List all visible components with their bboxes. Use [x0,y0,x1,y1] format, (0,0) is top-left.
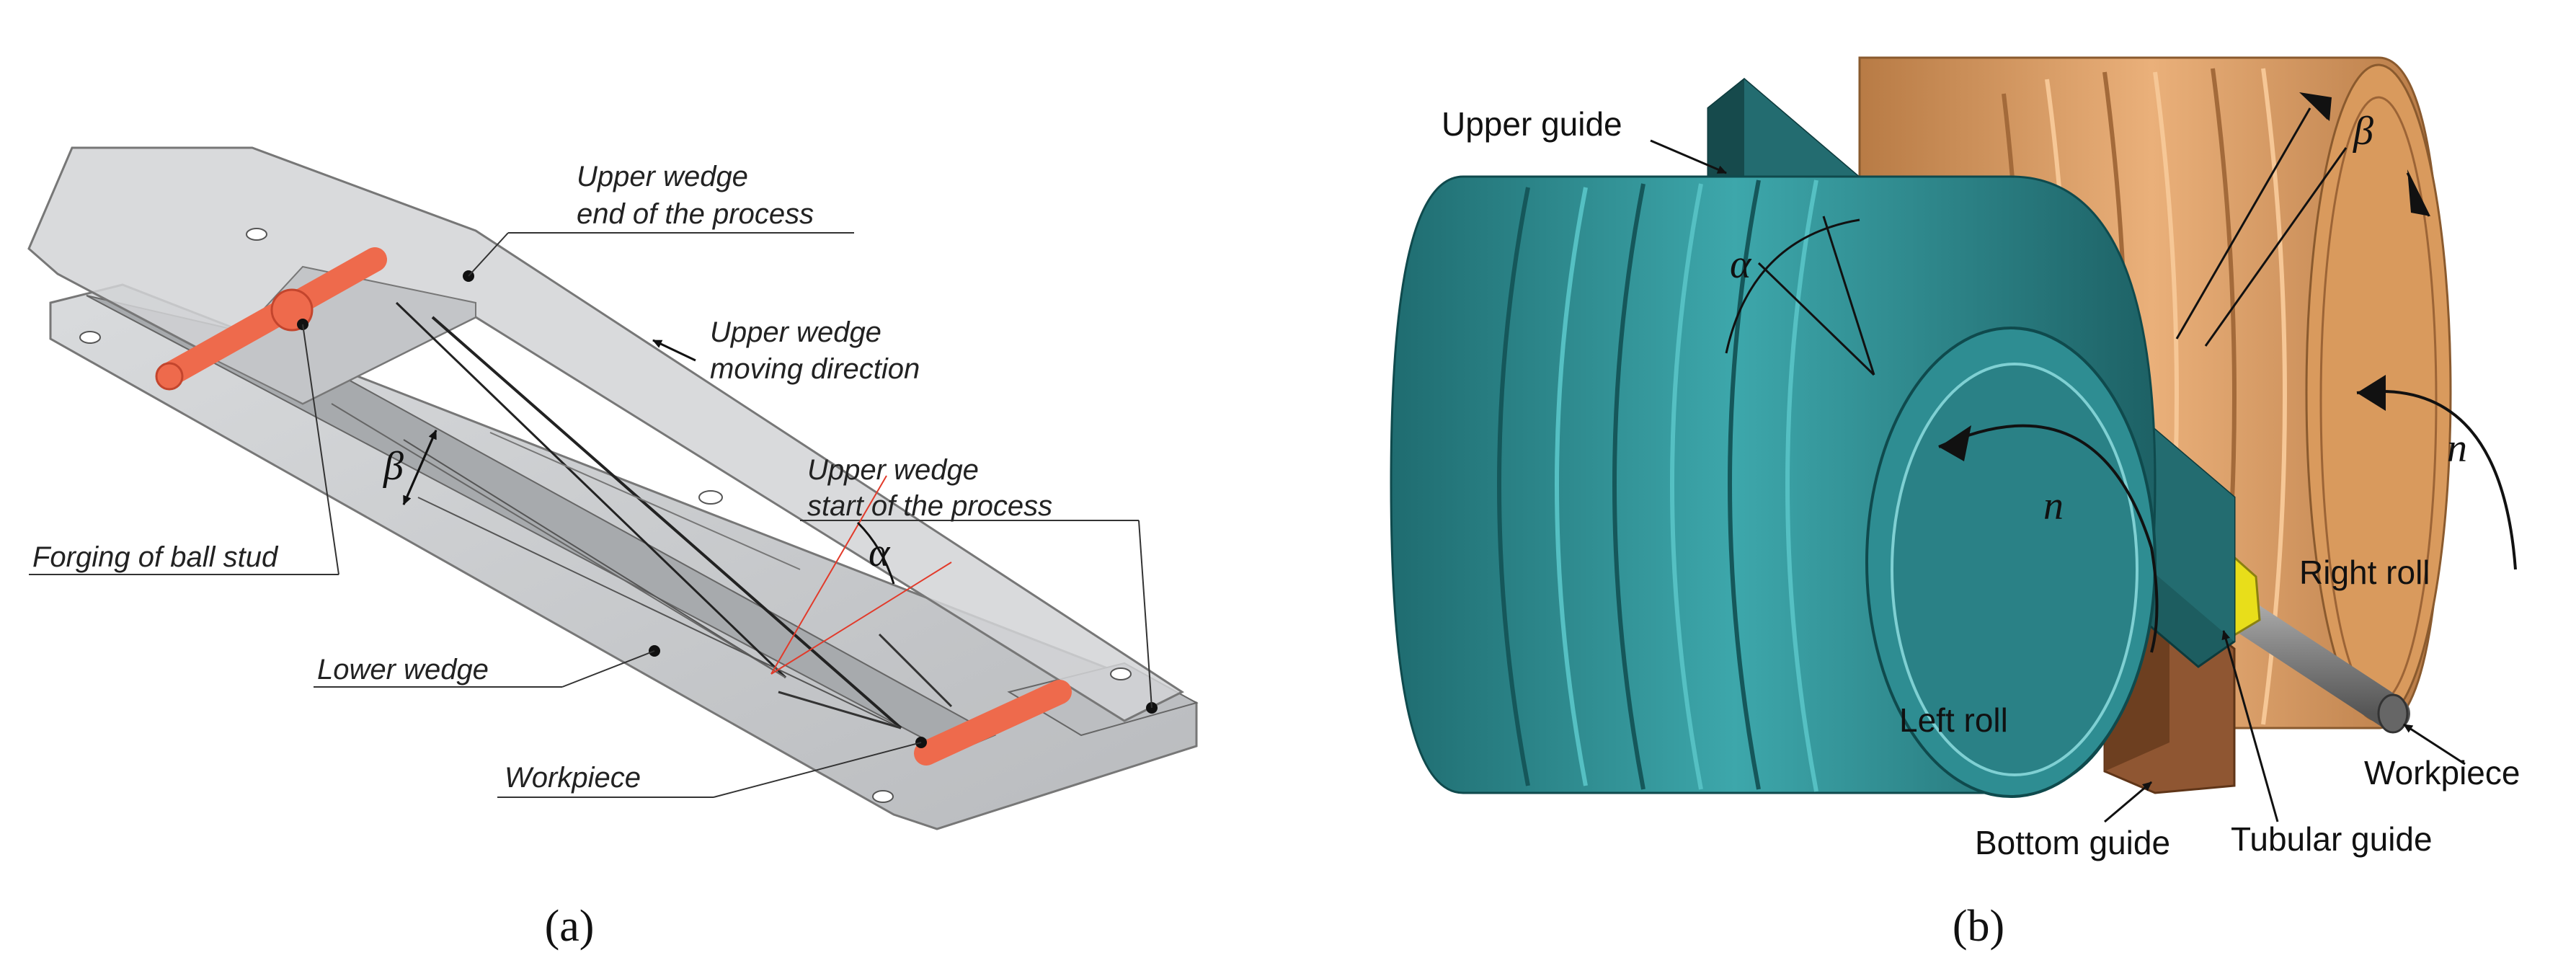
alpha-dimension-a [770,475,952,675]
workpiece-leader-b [2403,723,2466,766]
beta-dimension-a [402,430,438,505]
upper-wedge-end-label-line2: end of the process [577,198,814,230]
caption-b: (b) [1953,902,2004,951]
moving-direction-label-line1: Upper wedge [710,316,881,348]
n-symbol-right: n [2447,426,2467,471]
moving-direction-arrow [652,339,696,362]
lower-wedge-leader [314,645,660,688]
workpiece-leader-a [497,737,927,798]
beta-symbol-a: β [383,444,404,489]
moving-direction-label-line2: moving direction [710,353,920,385]
lower-wedge-label: Lower wedge [317,654,489,686]
upper-wedge-start-label-line1: Upper wedge [807,454,979,486]
tubular-guide-leader [2221,630,2279,822]
beta-symbol-b: β [2353,109,2373,154]
upper-wedge-end-label-line1: Upper wedge [577,161,748,192]
workpiece-billet [914,680,1072,766]
beta-dimension-b [2175,92,2430,347]
panel-a: Upper wedge end of the process Upper wed… [27,146,1199,951]
upper-guide-label: Upper guide [1442,105,1622,143]
upper-wedge-start-label-line2: start of the process [807,490,1052,522]
wedge-tool-profiles [331,301,953,729]
left-roll-label: Left roll [1899,701,2008,739]
upper-wedge-end-leader [463,232,854,282]
alpha-dimension-b [1725,216,1875,376]
forging-label: Forging of ball stud [32,541,279,573]
rotation-arrow-right [2356,375,2517,570]
forging-leader [29,319,339,575]
bottom-guide-leader [2104,781,2152,823]
caption-a: (a) [545,902,595,951]
alpha-symbol-a: α [869,531,891,575]
bottom-guide-label: Bottom guide [1975,824,2170,861]
workpiece-label-b: Workpiece [2364,754,2520,791]
workpiece-label-a: Workpiece [505,762,641,794]
upper-guide-leader [1650,139,1727,174]
left-roll [1390,175,2157,798]
mounting-holes [79,228,1132,803]
alpha-symbol-b: α [1730,242,1752,287]
n-symbol-left: n [2043,484,2064,528]
rotation-arrow-left [1938,424,2159,653]
tubular-guide-label: Tubular guide [2231,820,2433,858]
panel-b: n n α β Upper guide Right roll Left roll [1390,56,2520,951]
upper-wedge-start-leader [800,520,1158,714]
right-roll-label: Right roll [2299,554,2430,591]
